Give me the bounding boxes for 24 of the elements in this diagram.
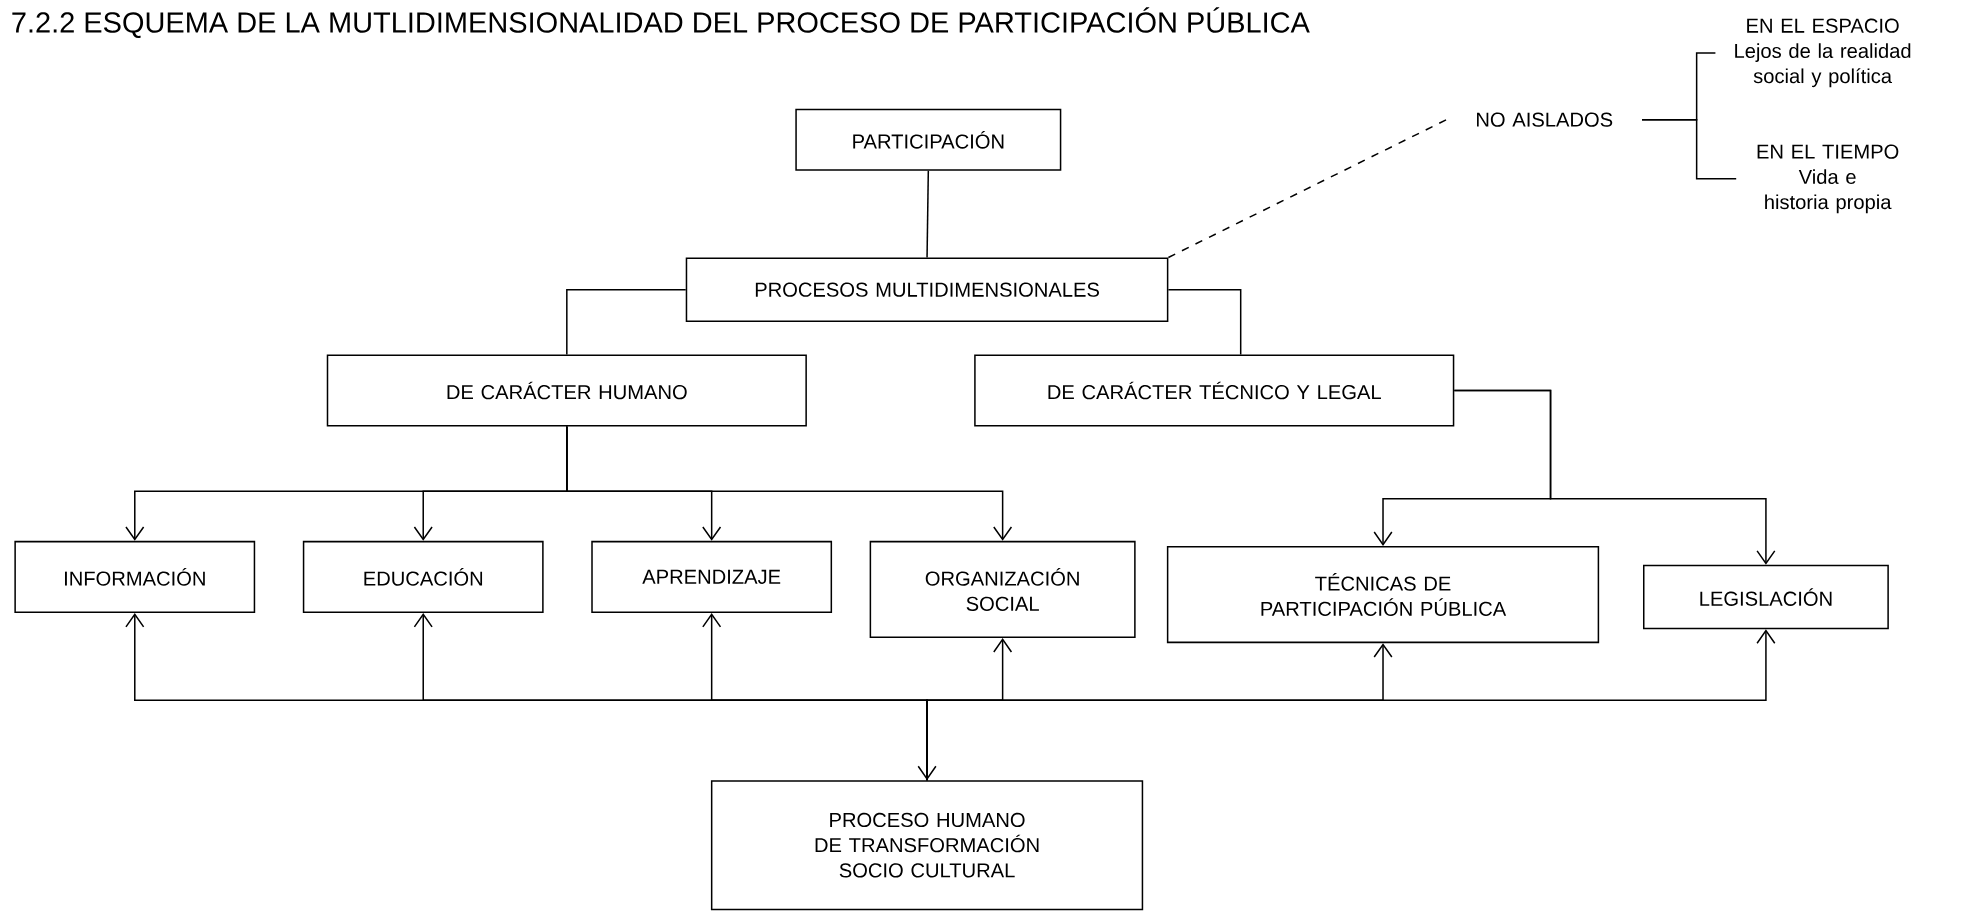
annotation-text: EN EL TIEMPO Vida e historia propia — [1757, 144, 1899, 214]
process-box: INFORMACIÓN — [14, 540, 256, 613]
connector-line — [1641, 118, 1737, 180]
process-box: ORGANIZACIÓN SOCIAL — [869, 540, 1136, 639]
annotation-text: NO AISLADOS — [1477, 112, 1613, 127]
process-box: DE CARÁCTER TÉCNICO Y LEGAL — [974, 354, 1455, 427]
process-box: EDUCACIÓN — [302, 540, 544, 613]
process-box: LEGISLACIÓN — [1643, 564, 1889, 630]
heading: 7.2.2 ESQUEMA DE LA MUTLIDIMENSIONALIDAD DEL PROCESO DE PARTICIPACIÓN PÚBLICA — [12, 7, 1310, 38]
arrow — [926, 629, 1776, 781]
arrow — [566, 425, 1013, 541]
process-box: PROCESOS MULTIDIMENSIONALES — [685, 257, 1169, 322]
process-box: PARTICIPACIÓN — [795, 108, 1062, 171]
arrow — [917, 699, 937, 781]
connector-line — [1167, 289, 1242, 356]
annotation-text: EN EL ESPACIO Lejos de la realidad social y política — [1735, 18, 1911, 88]
arrow — [1453, 389, 1776, 565]
process-box: TÉCNICAS DE PARTICIPACIÓN PÚBLICA — [1166, 545, 1600, 644]
connector-line — [926, 170, 930, 259]
process-box: DE CARÁCTER HUMANO — [326, 354, 807, 427]
dashed-line — [1167, 118, 1448, 259]
connector-line — [566, 289, 687, 356]
process-box: PROCESO HUMANO DE TRANSFORMACIÓN SOCIO CULTURAL — [710, 780, 1144, 911]
process-box: APRENDIZAJE — [591, 540, 833, 613]
